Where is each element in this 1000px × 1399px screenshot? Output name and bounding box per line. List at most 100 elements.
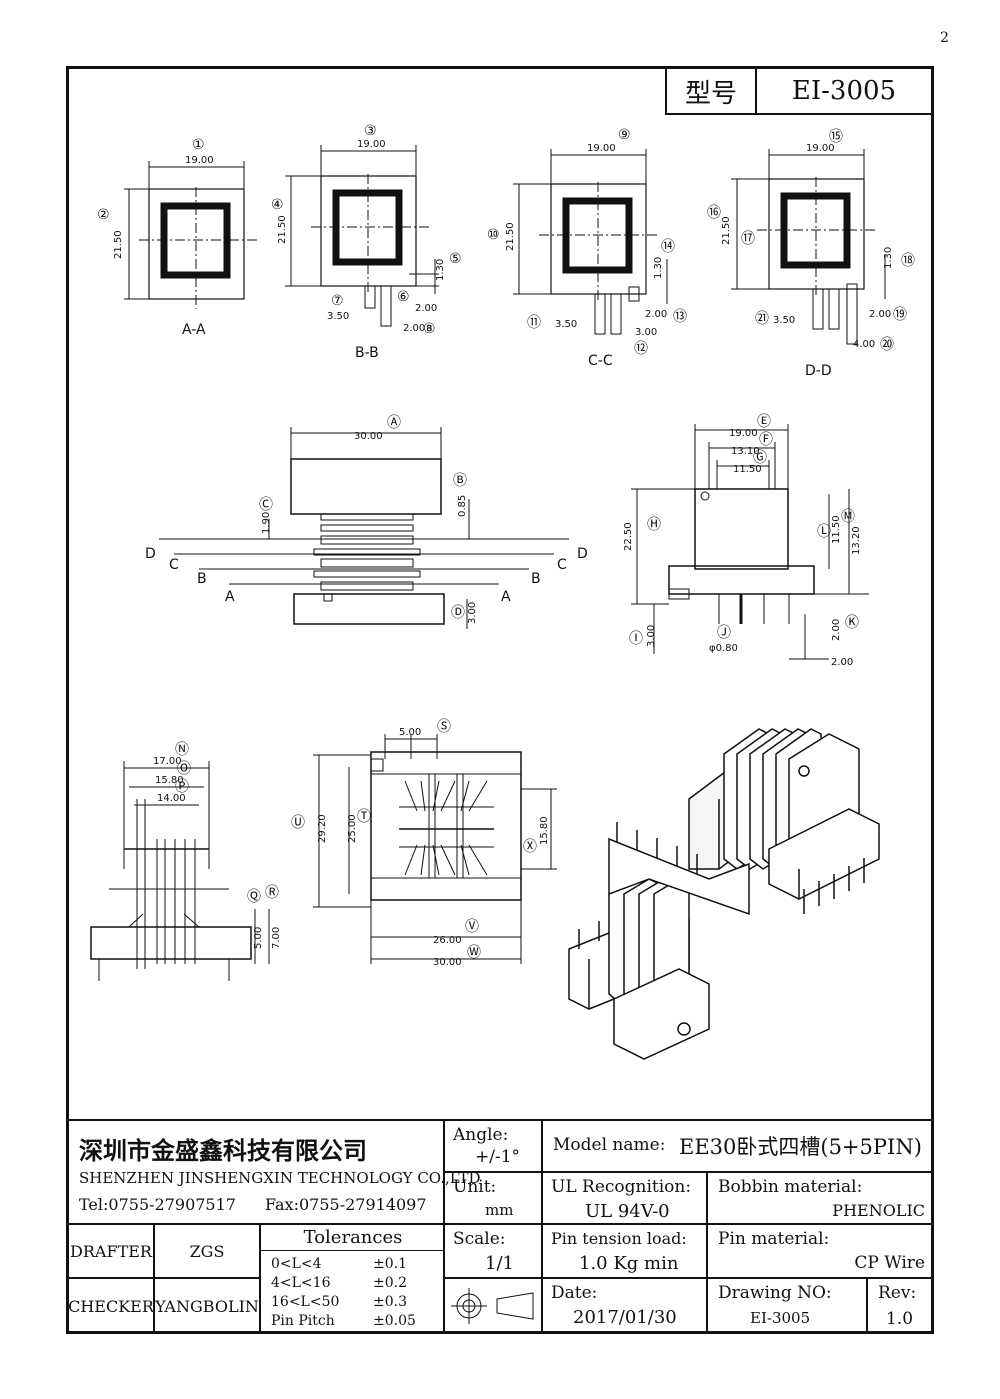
ul-label: UL Recognition:	[551, 1177, 692, 1197]
top-callout-w: Ⓦ	[467, 945, 481, 961]
front-width: 30.00	[354, 431, 383, 442]
end-h2: 7.00	[271, 927, 282, 949]
model-name-label: Model name:	[553, 1135, 666, 1155]
title-block: 深圳市金盛鑫科技有限公司 SHENZHEN JINSHENGXIN TECHNO…	[68, 1119, 931, 1333]
cc-callout-14: ⑭	[661, 239, 675, 255]
model-name-value: EE30卧式四槽(5+5PIN)	[679, 1135, 922, 1159]
aa-height: 21.50	[113, 230, 124, 259]
side-p1: 3.00	[646, 625, 657, 647]
bobbin-3d-lower	[568, 822, 750, 1060]
model-value: EI-3005	[791, 76, 897, 106]
bobbin-material-label: Bobbin material:	[718, 1177, 863, 1197]
cc-callout-11: ⑪	[527, 315, 541, 331]
view-a-a	[124, 161, 257, 309]
dd-callout-16: ⑯	[707, 205, 721, 221]
drawing-no-cell: Drawing NO: EI-3005	[708, 1279, 868, 1333]
unit-cell: Unit: mm	[445, 1173, 543, 1225]
side-p2: 2.00	[831, 619, 842, 641]
aa-width: 19.00	[185, 155, 214, 166]
front-callout-d: Ⓓ	[451, 605, 465, 621]
bb-callout-5: ⑤	[449, 251, 462, 267]
tolerances-title: Tolerances	[261, 1227, 445, 1251]
front-sec-c-right: C	[557, 557, 567, 573]
tolerance-range: 16<L<50	[271, 1294, 340, 1310]
company-name-cn: 深圳市金盛鑫科技有限公司	[79, 1136, 367, 1165]
pin-tension-cell: Pin tension load: 1.0 Kg min	[543, 1225, 708, 1279]
top-h2: 25.00	[347, 814, 358, 843]
end-callout-o: Ⓞ	[177, 761, 191, 777]
bb-width: 19.00	[357, 139, 386, 150]
dd-callout-15: ⑮	[829, 129, 843, 145]
bb-callout-7: ⑦	[331, 293, 344, 309]
company-name-en: SHENZHEN JINSHENGXIN TECHNOLOGY CO.,LTD	[79, 1169, 481, 1187]
scale-label: Scale:	[453, 1229, 506, 1249]
rev-label: Rev:	[878, 1283, 917, 1303]
end-callout-p: Ⓟ	[175, 779, 189, 795]
side-pin-dia: φ0.80	[709, 643, 738, 654]
side-w2: 13.10	[731, 446, 760, 457]
tolerance-range: 0<L<4	[271, 1256, 322, 1272]
drafter-value: ZGS	[155, 1225, 261, 1279]
front-callout-a: Ⓐ	[387, 415, 401, 431]
side-h1: 22.50	[623, 522, 634, 551]
end-w2: 15.80	[155, 775, 184, 786]
drawing-sheet: 型号 EI-3005	[66, 66, 934, 1334]
side-w3: 11.50	[733, 464, 762, 475]
pin-tension-value: 1.0 Kg min	[579, 1253, 679, 1274]
date-cell: Date: 2017/01/30	[543, 1279, 708, 1333]
side-callout-l: Ⓛ	[817, 524, 831, 540]
side-w1: 19.00	[729, 428, 758, 439]
bb-dim-200a: 2.00	[415, 303, 437, 314]
front-sec-a-left: A	[225, 589, 235, 605]
front-sec-c-left: C	[169, 557, 179, 573]
bb-callout-4: ④	[271, 197, 284, 213]
model-header: 型号 EI-3005	[665, 69, 931, 115]
cc-dim-200: 2.00	[645, 309, 667, 320]
date-value: 2017/01/30	[573, 1307, 677, 1328]
tolerance-range: 4<L<16	[271, 1275, 331, 1291]
model-label: 型号	[667, 69, 757, 113]
end-w3: 14.00	[157, 793, 186, 804]
tolerance-range: Pin Pitch	[271, 1313, 335, 1329]
end-callout-n: Ⓝ	[175, 742, 189, 758]
bb-callout-6: ⑥	[397, 289, 410, 305]
front-callout-c: Ⓒ	[259, 497, 273, 513]
cc-height: 21.50	[505, 222, 516, 251]
page-number: 2	[940, 30, 949, 46]
top-callout-s: Ⓢ	[437, 719, 451, 735]
top-callout-v: Ⓥ	[465, 919, 479, 935]
dd-callout-21: ㉑	[755, 311, 769, 327]
cc-dim-130: 1.30	[653, 257, 664, 279]
dd-title: D-D	[805, 363, 832, 379]
dd-dim-130: 1.30	[883, 247, 894, 269]
tolerance-value: ±0.1	[373, 1256, 407, 1272]
pin-material-value: CP Wire	[854, 1253, 925, 1273]
bb-dim-200b: 2.00	[403, 323, 425, 334]
dd-width: 19.00	[806, 143, 835, 154]
cc-dim-300: 3.00	[635, 327, 657, 338]
front-dim-190: 1.90	[261, 512, 272, 534]
ul-cell: UL Recognition: UL 94V-0	[543, 1173, 708, 1225]
bobbin-material-value: PHENOLIC	[832, 1201, 925, 1220]
projection-icon	[451, 1288, 534, 1324]
unit-value: mm	[485, 1201, 514, 1219]
company-fax: Fax:0755-27914097	[265, 1195, 427, 1214]
cc-callout-9: ⑨	[618, 127, 631, 143]
bb-callout-3: ③	[364, 123, 377, 139]
bb-callout-8: ⑧	[423, 321, 436, 337]
top-callout-x: Ⓧ	[523, 839, 537, 855]
side-callout-k: Ⓚ	[845, 615, 859, 631]
drawing-no-value: EI-3005	[750, 1309, 811, 1327]
side-callout-f: Ⓕ	[759, 432, 773, 448]
aa-callout-2: ②	[97, 207, 110, 223]
bb-dim-130: 1.30	[435, 259, 446, 281]
angle-value: +/-1°	[475, 1147, 521, 1167]
tolerance-value: ±0.3	[373, 1294, 407, 1310]
dd-dim-200: 2.00	[869, 309, 891, 320]
scale-value: 1/1	[485, 1253, 514, 1274]
tolerance-values: ±0.1 ±0.2 ±0.3 ±0.05	[373, 1255, 416, 1331]
end-h1: 5.00	[253, 927, 264, 949]
front-dim-300: 3.00	[467, 602, 478, 624]
top-callout-t: Ⓣ	[357, 809, 371, 825]
technical-drawing: 19.00 ① ② 21.50 A-A 19.00 ③ ④ 21.50 1.30…	[90, 123, 915, 1060]
